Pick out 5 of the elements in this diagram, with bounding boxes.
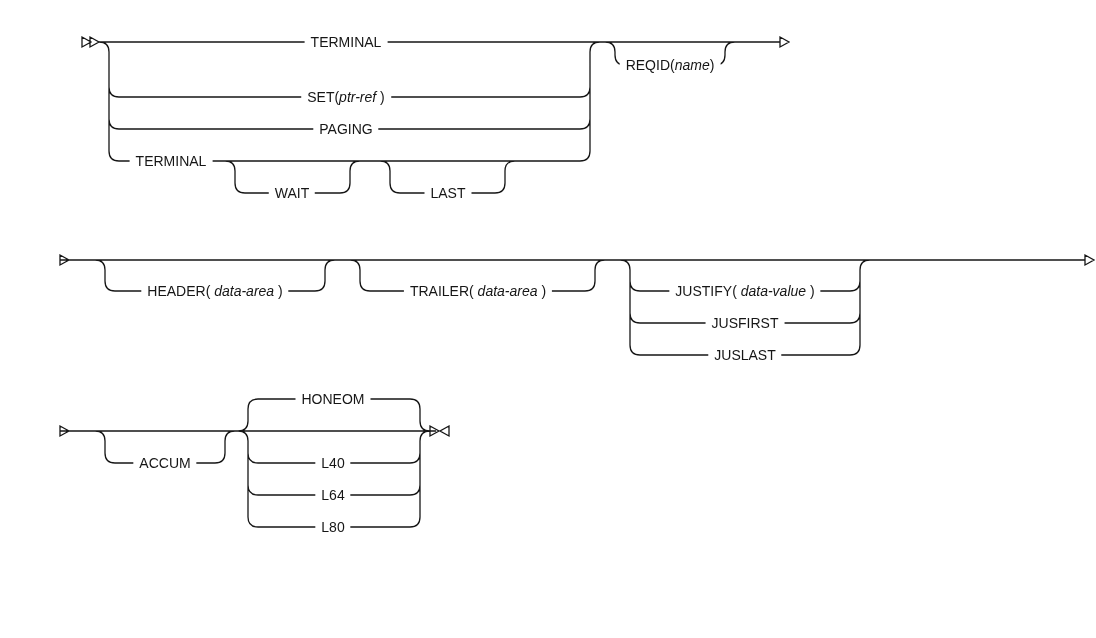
syntax-keyword: TRAILER( data-area ) [403,282,553,300]
syntax-keyword: SET(ptr-ref ) [301,88,391,106]
syntax-keyword: HEADER( data-area ) [141,282,289,300]
syntax-keyword: REQID(name) [619,56,721,74]
syntax-keyword: JUSTIFY( data-value ) [669,282,821,300]
